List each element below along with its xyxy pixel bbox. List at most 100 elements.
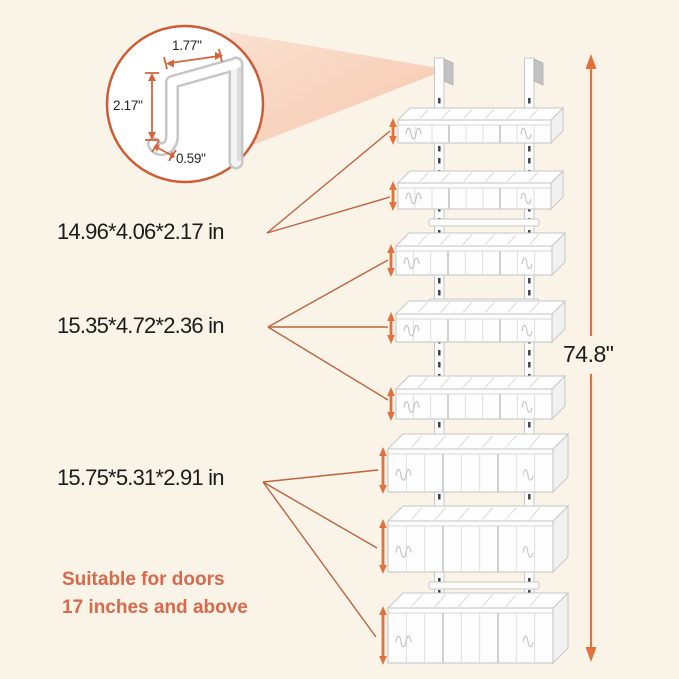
arrow-head-down xyxy=(389,202,397,211)
basket-hatch xyxy=(462,377,473,388)
basket-front xyxy=(387,520,554,573)
leader-line xyxy=(267,326,389,401)
basket-rim xyxy=(394,232,567,247)
rail-slot xyxy=(438,98,441,104)
basket-hatch xyxy=(411,435,423,448)
basket-clip xyxy=(521,257,533,270)
rail-slot xyxy=(438,350,441,356)
rail-slot xyxy=(438,146,441,152)
tier-basket xyxy=(396,106,565,145)
rail-slot xyxy=(438,422,441,428)
rail-slot xyxy=(438,578,441,584)
basket-hatch xyxy=(485,172,495,182)
basket-hatch xyxy=(463,109,473,119)
basket-hatch xyxy=(529,234,540,245)
basket-hatch xyxy=(481,507,494,520)
basket-rim xyxy=(396,170,565,184)
arrow-head-down xyxy=(387,335,395,344)
arrow-head-up xyxy=(387,312,395,321)
basket-rim xyxy=(394,300,567,315)
basket-hatch xyxy=(529,594,541,607)
door-suitability-note: Suitable for doors 17 inches and above xyxy=(62,566,248,622)
basket-hatch xyxy=(484,234,495,245)
total-height-label: 74.8" xyxy=(563,341,614,367)
basket-height-arrow xyxy=(379,606,387,665)
basket-height-arrows xyxy=(379,118,397,665)
inset-height-arrow xyxy=(145,72,159,141)
basket-clip xyxy=(403,324,420,337)
basket-hatch xyxy=(507,377,517,388)
left-door-hook xyxy=(443,58,454,86)
basket-hatch xyxy=(417,234,428,245)
leader-line xyxy=(262,469,379,483)
basket-clip xyxy=(520,192,532,205)
basket-hatch xyxy=(485,109,495,119)
basket-height-arrow xyxy=(379,519,387,574)
rail-slot xyxy=(438,362,441,368)
leader-line xyxy=(266,196,391,234)
basket-rim xyxy=(386,505,570,522)
basket-clip xyxy=(403,401,420,413)
right-door-hook xyxy=(533,58,544,86)
hook-height-label: 2.17" xyxy=(113,98,143,113)
tier-basket xyxy=(386,591,570,665)
inset-thickness-arrow xyxy=(151,140,177,162)
basket-hatch xyxy=(458,507,470,520)
magnifier-cone xyxy=(230,32,438,146)
basket-rim xyxy=(396,107,565,121)
basket-hatch xyxy=(417,302,428,313)
down-arrowhead xyxy=(585,647,597,662)
basket-clip xyxy=(405,127,422,140)
arrow-head-up xyxy=(389,181,397,190)
basket-hatch xyxy=(463,172,473,182)
arrow-head-up xyxy=(379,519,387,528)
basket-hatch xyxy=(528,109,538,119)
arrow-head-up xyxy=(389,118,397,127)
basket-clip xyxy=(403,257,420,270)
total-height-dimension-line xyxy=(585,54,597,662)
hook-thickness-label: 0.59" xyxy=(176,151,206,166)
arrow-head-down xyxy=(389,136,397,145)
basket-clip xyxy=(522,635,534,648)
tier-basket xyxy=(386,504,570,574)
arrow-head-down xyxy=(387,268,395,277)
basket-front xyxy=(397,119,552,144)
basket-hatch xyxy=(417,377,428,388)
basket-hatch xyxy=(458,594,470,607)
arrow-head-down xyxy=(379,485,387,494)
basket-hatch xyxy=(505,594,517,607)
basket-rim xyxy=(394,375,567,390)
basket-hatch xyxy=(506,109,517,119)
basket-clip xyxy=(395,635,412,648)
basket-hatch xyxy=(505,507,517,520)
basket-front xyxy=(395,313,553,343)
basket-hatch xyxy=(440,377,451,388)
basket-hatch xyxy=(529,435,541,448)
arrow-head-up xyxy=(379,606,387,615)
basket-hatch xyxy=(434,507,447,520)
rail-slot xyxy=(528,350,531,356)
arrow-head-down xyxy=(379,656,387,665)
rail-slot xyxy=(528,578,531,584)
leader-line xyxy=(266,130,391,234)
size-label-large-baskets: 15.75*5.31*2.91 in xyxy=(57,465,224,490)
arrow-head-up xyxy=(379,447,387,456)
basket-front xyxy=(395,245,553,276)
basket-height-arrow xyxy=(387,312,395,344)
basket-hatch xyxy=(419,172,429,182)
crossbar xyxy=(428,218,540,227)
size-label-small-baskets: 14.96*4.06*2.17 in xyxy=(57,219,224,244)
rail-slot xyxy=(528,494,531,500)
basket-hatch xyxy=(507,302,517,313)
basket-hatch xyxy=(529,507,541,520)
basket-hatch xyxy=(507,234,517,245)
basket-hatch xyxy=(419,109,429,119)
door-rack-illustration xyxy=(386,57,570,665)
tier-basket xyxy=(386,432,570,494)
basket-hatch xyxy=(434,435,447,448)
leader-line xyxy=(262,481,378,549)
hook-width-label: 1.77" xyxy=(172,38,202,53)
basket-hatch xyxy=(484,377,495,388)
basket-front xyxy=(387,607,554,664)
basket-clip xyxy=(521,401,533,413)
